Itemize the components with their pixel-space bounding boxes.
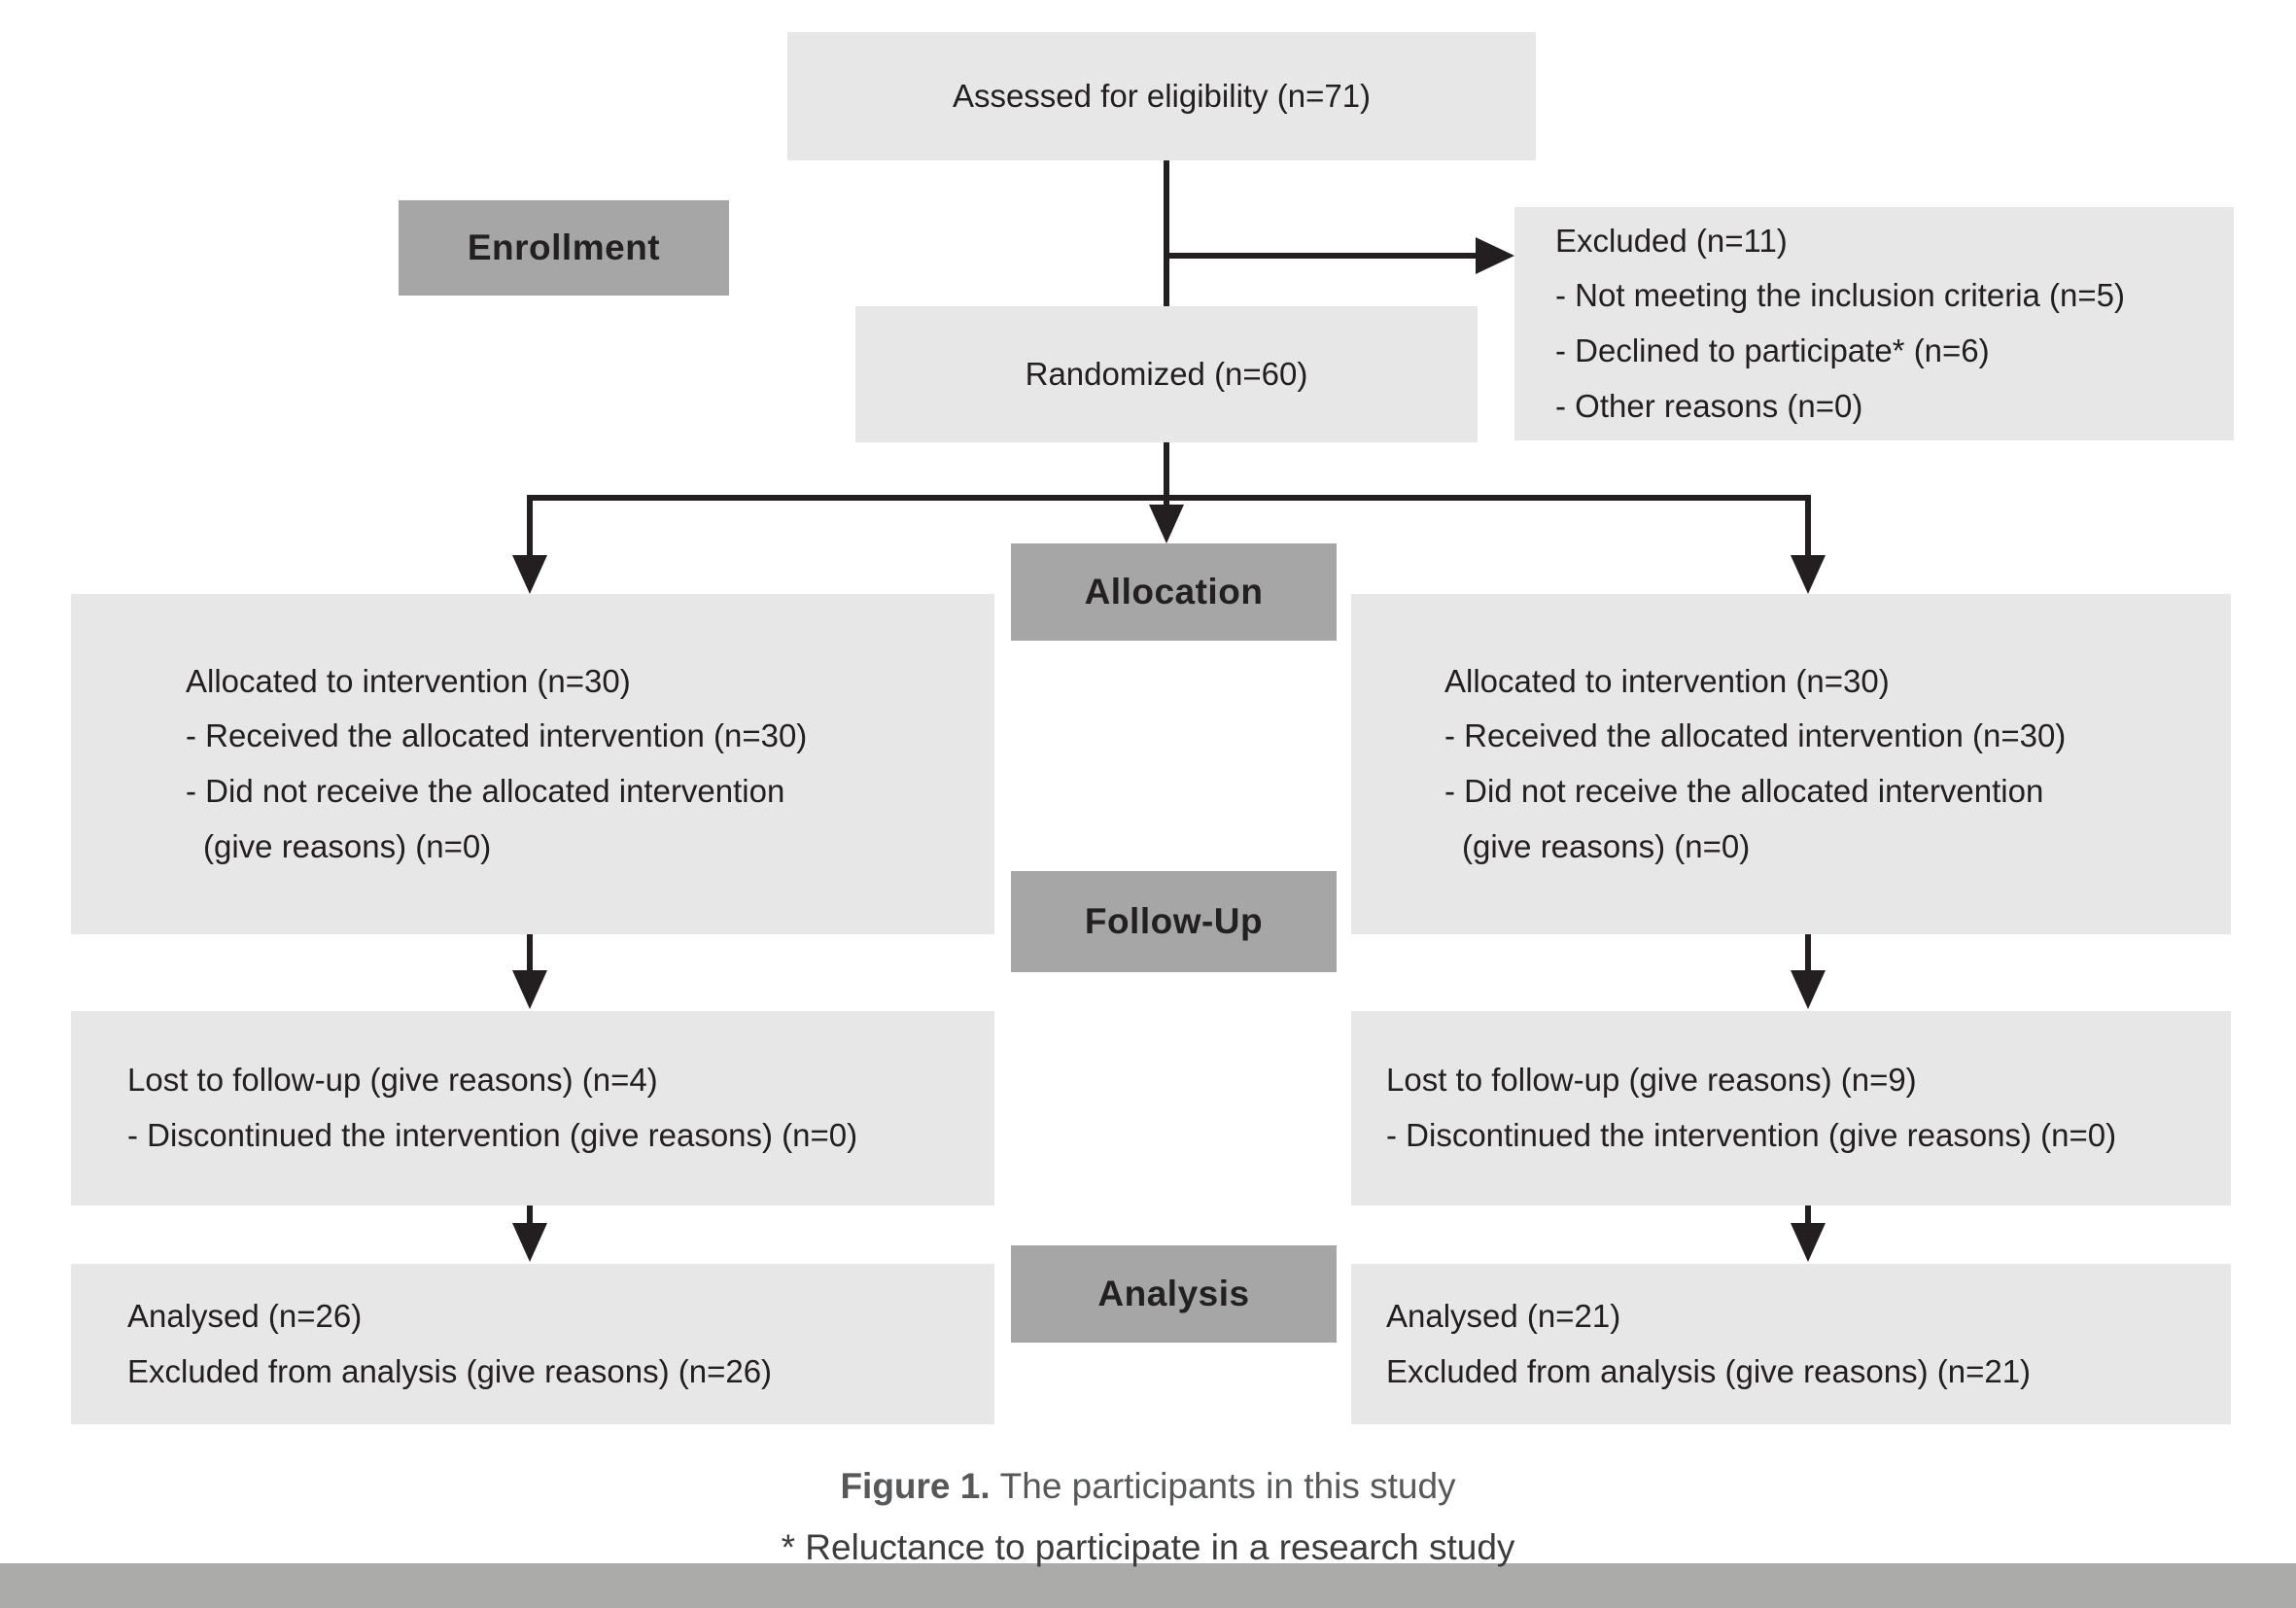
analysis-stage-label: Analysis: [1011, 1245, 1337, 1343]
analysis-right-line: Analysed (n=21): [1386, 1297, 1621, 1334]
arrowhead-alloc-left: [512, 555, 547, 594]
figure-caption-label: Figure 1.: [840, 1466, 991, 1506]
arrowhead-alloc-right: [1791, 555, 1826, 594]
followup-box-right: Lost to follow-up (give reasons) (n=9) -…: [1351, 1011, 2231, 1206]
excluded-line: - Other reasons (n=0): [1555, 387, 1863, 424]
followup-stage-label: Follow-Up: [1011, 871, 1337, 972]
allocation-right-line: - Did not receive the allocated interven…: [1444, 773, 2044, 809]
randomized-text: Randomized (n=60): [1025, 355, 1308, 392]
arrowhead-analysis-right: [1791, 1223, 1826, 1262]
figure-caption-text: The participants in this study: [999, 1466, 1456, 1506]
followup-left-line: - Discontinued the intervention (give re…: [127, 1117, 858, 1153]
arrowhead-analysis-left: [512, 1223, 547, 1262]
analysis-left-line: Analysed (n=26): [127, 1297, 363, 1334]
allocation-right-line: Allocated to intervention (n=30): [1444, 662, 1890, 699]
allocation-box-left: Allocated to intervention (n=30) - Recei…: [71, 594, 994, 934]
followup-box-left: Lost to follow-up (give reasons) (n=4) -…: [71, 1011, 994, 1206]
arrowhead-followup-right: [1791, 970, 1826, 1009]
allocation-left-line: - Received the allocated intervention (n…: [186, 717, 808, 754]
followup-left-line: Lost to follow-up (give reasons) (n=4): [127, 1062, 658, 1099]
allocation-left-line: Allocated to intervention (n=30): [186, 662, 631, 699]
randomized-box: Randomized (n=60): [855, 306, 1478, 442]
followup-right-line: - Discontinued the intervention (give re…: [1386, 1117, 2117, 1153]
allocation-left-line: (give reasons) (n=0): [203, 827, 492, 864]
figure-footnote: * Reluctance to participate in a researc…: [781, 1527, 1515, 1567]
arrowhead-followup-left: [512, 970, 547, 1009]
analysis-box-right: Analysed (n=21) Excluded from analysis (…: [1351, 1264, 2231, 1424]
excluded-line: - Not meeting the inclusion criteria (n=…: [1555, 277, 2126, 314]
followup-right-line: Lost to follow-up (give reasons) (n=9): [1386, 1062, 1917, 1099]
arrowhead-excluded: [1476, 237, 1514, 274]
allocation-right-line: (give reasons) (n=0): [1462, 827, 1751, 864]
excluded-line: - Declined to participate* (n=6): [1555, 332, 1990, 368]
analysis-right-line: Excluded from analysis (give reasons) (n…: [1386, 1352, 2032, 1389]
bottom-gray-bar: [0, 1563, 2296, 1608]
allocation-right-line: - Received the allocated intervention (n…: [1444, 717, 2067, 754]
allocation-box-right: Allocated to intervention (n=30) - Recei…: [1351, 594, 2231, 934]
enrollment-stage-text: Enrollment: [467, 227, 661, 267]
allocation-left-line: - Did not receive the allocated interven…: [186, 773, 785, 809]
excluded-line: Excluded (n=11): [1555, 222, 1788, 259]
figure-caption: Figure 1.The participants in this study: [0, 1466, 2296, 1507]
assessed-eligibility-box: Assessed for eligibility (n=71): [787, 32, 1536, 160]
enrollment-stage-label: Enrollment: [399, 200, 729, 296]
followup-stage-text: Follow-Up: [1084, 901, 1264, 941]
arrowhead-allocation-label: [1149, 505, 1184, 543]
assessed-eligibility-text: Assessed for eligibility (n=71): [952, 77, 1372, 114]
excluded-box: Excluded (n=11) - Not meeting the inclus…: [1514, 207, 2234, 440]
analysis-stage-text: Analysis: [1097, 1274, 1250, 1313]
analysis-left-line: Excluded from analysis (give reasons) (n…: [127, 1352, 773, 1389]
allocation-stage-text: Allocation: [1084, 572, 1264, 612]
analysis-box-left: Analysed (n=26) Excluded from analysis (…: [71, 1264, 994, 1424]
allocation-stage-label: Allocation: [1011, 543, 1337, 641]
